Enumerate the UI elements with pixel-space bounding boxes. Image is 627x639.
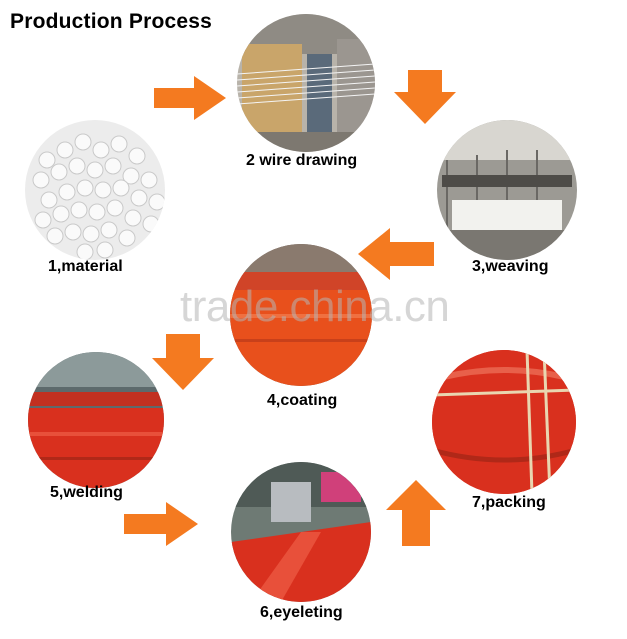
step-label-material: 1,material: [48, 258, 123, 276]
arrow-right-bottom-icon: [124, 502, 198, 546]
arrow-left-icon: [358, 228, 434, 280]
eyeleting-photo: [231, 462, 371, 602]
watermark: trade.china.cn: [180, 282, 449, 332]
step-label-welding: 5,welding: [50, 484, 123, 502]
page-title: Production Process: [10, 10, 212, 34]
arrow-down-right-icon: [394, 70, 456, 124]
arrow-right-icon: [154, 76, 226, 120]
arrow-down-left-icon: [152, 334, 214, 390]
step-label-eyeleting: 6,eyeleting: [260, 604, 343, 622]
weaving-photo: [437, 120, 577, 260]
welding-photo: [28, 352, 164, 488]
packing-photo: [432, 350, 576, 494]
arrow-up-icon: [386, 480, 446, 546]
step-label-weaving: 3,weaving: [472, 258, 548, 276]
wire-drawing-photo: [237, 14, 375, 152]
step-label-packing: 7,packing: [472, 494, 546, 512]
step-label-coating: 4,coating: [267, 392, 337, 410]
material-photo: [25, 120, 165, 260]
step-label-wire-drawing: 2 wire drawing: [246, 152, 357, 170]
